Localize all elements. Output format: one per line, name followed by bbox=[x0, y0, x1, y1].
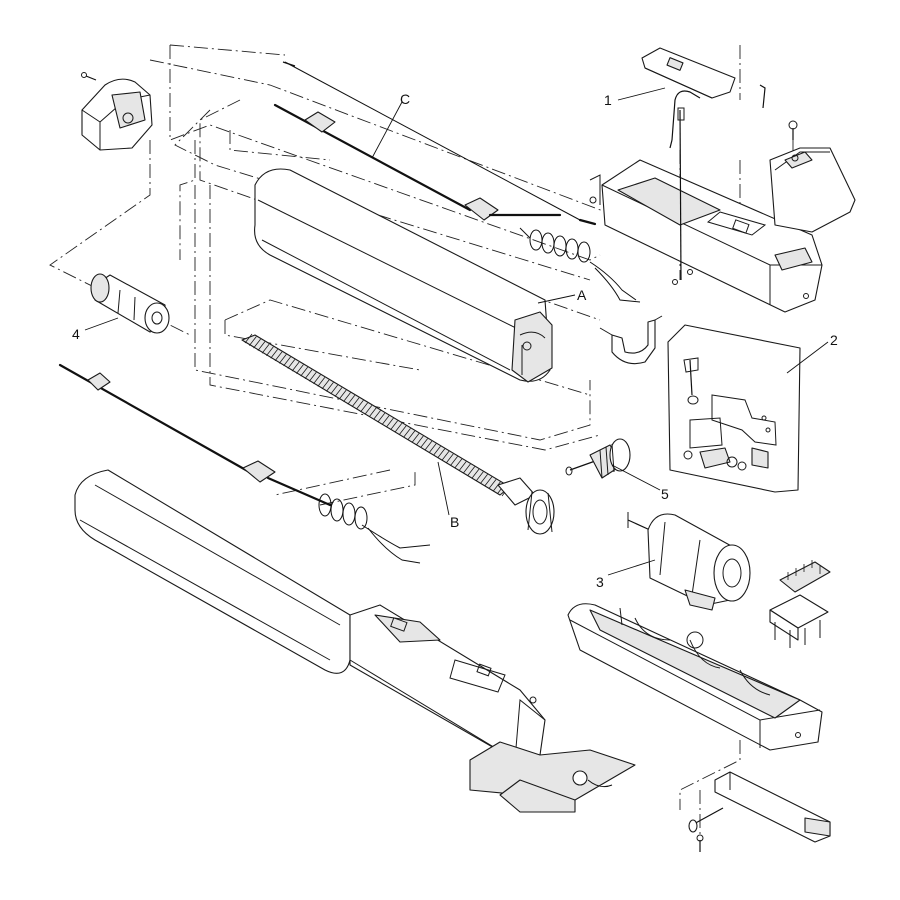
callout-2: 2 bbox=[830, 332, 838, 348]
callout-b: B bbox=[450, 514, 459, 530]
coil-c bbox=[529, 229, 591, 263]
callout-labels: 1 2 3 4 5 A B C bbox=[72, 91, 838, 590]
tube-a bbox=[254, 168, 553, 383]
cover-plate-1 bbox=[641, 47, 766, 285]
lower-housing-open bbox=[567, 603, 823, 751]
screw-shaft-b bbox=[241, 333, 555, 535]
roller-bush-4 bbox=[90, 273, 170, 334]
mounting-clip bbox=[599, 315, 663, 365]
cable-assembly-c bbox=[273, 61, 641, 303]
callout-5: 5 bbox=[661, 486, 669, 502]
terminal-block bbox=[769, 560, 831, 648]
callout-c: C bbox=[400, 91, 410, 107]
bracket-plate-2 bbox=[667, 324, 801, 493]
cable-assembly-lower bbox=[58, 363, 431, 564]
end-cap-top-left bbox=[81, 72, 153, 151]
motor-3 bbox=[627, 512, 751, 611]
callout-3: 3 bbox=[596, 574, 604, 590]
gear-5 bbox=[565, 438, 631, 479]
actuator-body-assembled bbox=[74, 469, 636, 813]
callout-4: 4 bbox=[72, 326, 80, 342]
callout-1: 1 bbox=[604, 92, 612, 108]
callout-leaders bbox=[84, 87, 829, 576]
end-cap-top-right bbox=[769, 120, 856, 233]
callout-a: A bbox=[577, 287, 587, 303]
coil-lower bbox=[318, 493, 368, 530]
lower-bracket bbox=[688, 771, 831, 852]
control-box-top bbox=[589, 159, 823, 313]
